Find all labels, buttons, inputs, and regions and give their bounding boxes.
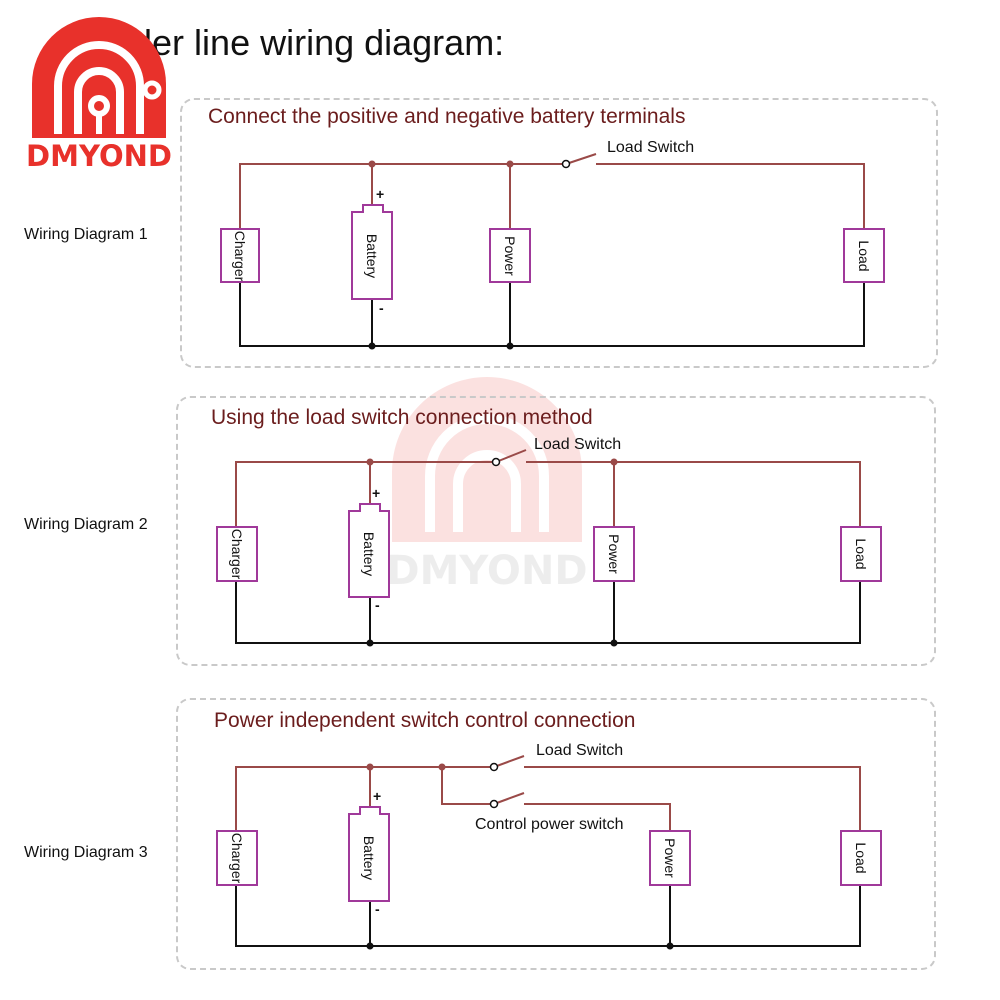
diagram-3-battery-plus: + [373,788,382,804]
diagram-1-load-switch-label: Load Switch [607,139,695,156]
diagram-1-power: Power [489,228,531,283]
diagram-3-battery: Battery [348,806,390,902]
diagram-2-title: Using the load switch connection method [211,406,593,429]
diagram-3-load-switch-label: Load Switch [536,742,624,759]
diagram-panel-1 [180,98,938,368]
row-label-1: Wiring Diagram 1 [24,226,148,243]
diagram-2-load: Load [840,526,882,582]
diagram-1-battery-plus: + [376,186,385,202]
diagram-2-power: Power [593,526,635,582]
diagram-1-charger: Charger [220,228,260,283]
row-label-2: Wiring Diagram 2 [24,516,148,533]
diagram-3-load: Load [840,830,882,886]
diagram-2-load-switch-label: Load Switch [534,436,622,453]
logo-text: DMYOND [26,139,172,173]
diagram-3-battery-minus: - [375,901,380,917]
diagram-3-charger: Charger [216,830,258,886]
diagram-2-battery: Battery [348,503,390,598]
diagram-3-power: Power [649,830,691,886]
wires-diagram-3 [235,755,861,830]
diagram-1-battery: Battery [351,204,393,300]
watermark-text: DMYOND [386,548,587,594]
diagram-2-battery-plus: + [372,485,381,501]
wires-diagram-2 [235,449,861,526]
diagram-1-battery-minus: - [379,300,384,316]
diagram-panel-2 [176,396,936,666]
wires-diagram-1 [239,153,865,228]
watermark-logo: DMYOND [386,377,588,594]
diagram-2-battery-minus: - [375,597,380,613]
diagram-1-title: Connect the positive and negative batter… [208,105,686,128]
diagram-1-load: Load [843,228,885,283]
row-label-3: Wiring Diagram 3 [24,844,148,861]
diagram-panel-3 [176,698,936,970]
diagram-3-title: Power independent switch control connect… [214,709,636,732]
diagram-3-control-switch-label: Control power switch [475,816,624,833]
diagram-2-charger: Charger [216,526,258,582]
dmyond-logo: DMYOND [18,17,180,174]
